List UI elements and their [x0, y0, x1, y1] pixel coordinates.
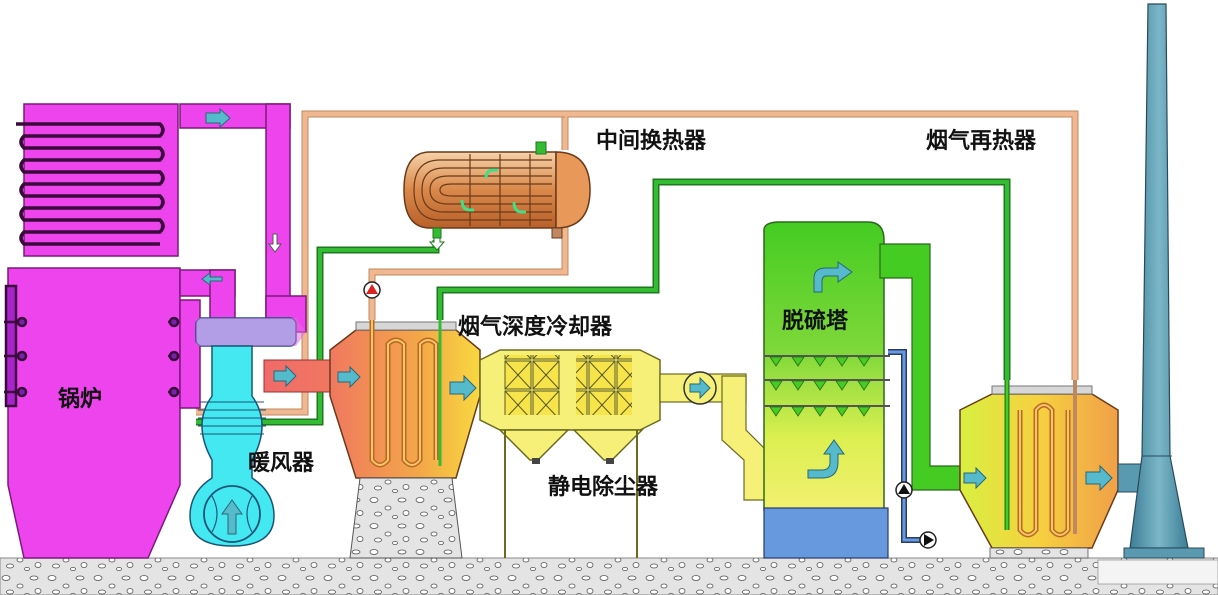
pump-icon — [363, 281, 381, 299]
desulfurization-tower — [763, 221, 961, 559]
intermediate-heat-exchanger-label: 中间换热器 — [596, 128, 707, 154]
chimney — [1117, 3, 1205, 559]
flue-gas-reheater-label: 烟气再热器 — [926, 128, 1037, 154]
flue-gas-reheater — [959, 380, 1119, 559]
flue-duct-to-cooler — [263, 359, 335, 393]
boiler — [4, 103, 291, 559]
air-heater — [189, 295, 307, 547]
air-heater-label: 暖风器 — [248, 451, 315, 476]
flue-gas-cooler — [329, 320, 481, 559]
intermediate-heat-exchanger — [403, 141, 591, 251]
desulfurization-tower-label: 脱硫塔 — [782, 308, 849, 334]
induced-draft-fan — [659, 371, 767, 501]
electrostatic-precipitator — [479, 349, 661, 558]
hot-water-pipe — [196, 110, 1079, 416]
ground — [0, 557, 1218, 595]
flue-gas-cooler-label: 烟气深度冷却器 — [458, 314, 613, 340]
esp-label: 静电除尘器 — [548, 474, 659, 500]
boiler-label: 锅炉 — [58, 386, 102, 412]
flue-flow-arrows — [201, 107, 282, 286]
